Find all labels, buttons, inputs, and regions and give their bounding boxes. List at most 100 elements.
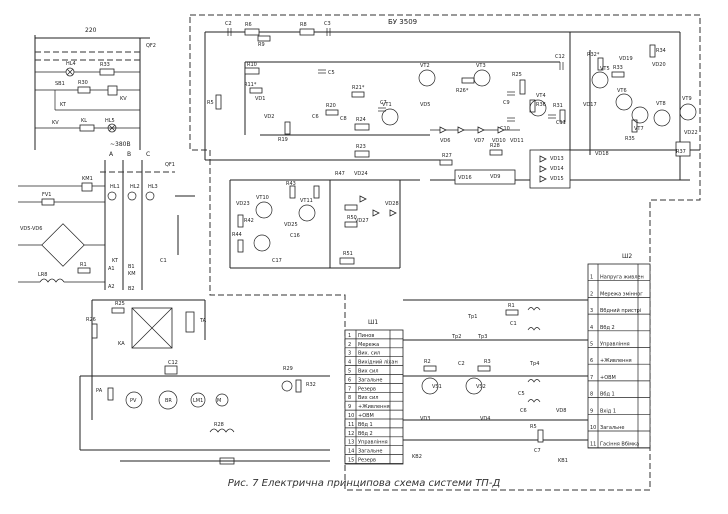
if-kb1: KB1 xyxy=(558,458,568,464)
power-lm1: R28 xyxy=(214,422,224,428)
sh2-title: Ш2 xyxy=(622,253,632,260)
if-c1: C1 xyxy=(510,321,517,327)
power-hl1: HL1 xyxy=(110,184,120,190)
unit-vd18: VD18 xyxy=(595,151,609,157)
power-hl3: HL3 xyxy=(148,184,158,190)
sh1-pin-13: 13 xyxy=(348,440,354,446)
sh2-row-label: +Живлення xyxy=(600,358,632,364)
unit-vt6: VT6 xyxy=(617,88,627,94)
sh1-pin-4: 4 xyxy=(348,360,351,366)
lower-vd25: VD25 xyxy=(284,222,298,228)
if-c6: C6 xyxy=(520,408,527,414)
unit-r10: R10 xyxy=(247,62,257,68)
sh1-row-label: Мережа xyxy=(358,342,379,348)
sh1-row-label: Вих. сил xyxy=(358,351,380,357)
unit-vd5: VD5 xyxy=(420,102,430,108)
unit-c6: C6 xyxy=(312,114,319,120)
if-c7: C7 xyxy=(534,448,541,454)
unit-vd13: VD13 xyxy=(550,156,564,162)
lower-vd27: VD27 xyxy=(355,218,369,224)
sh1-pin-6: 6 xyxy=(348,377,351,383)
power-ta: TA xyxy=(199,318,207,324)
if-vs2: VS2 xyxy=(476,384,486,390)
if-tr4: Тр4 xyxy=(529,361,539,367)
unit-vd22: VD22 xyxy=(684,130,698,136)
power-ka: C12 xyxy=(168,360,178,366)
unit-vd11: VD11 xyxy=(510,138,524,144)
unit-r34: R34 xyxy=(656,48,666,54)
unit-r24: R24 xyxy=(356,117,366,123)
unit-r33: R33 xyxy=(613,65,623,71)
unit-vd14: VD14 xyxy=(550,166,564,172)
sh1-row-label: Вбд 2 xyxy=(358,431,373,437)
comp-sb1-label: SB1 xyxy=(55,81,65,87)
control-panel: 220 QF2 HL4 R33 SB1 R30 KV KT KV KL HL5 xyxy=(34,27,156,150)
sh1-pin-14: 14 xyxy=(348,449,354,455)
unit-c5: C5 xyxy=(328,70,335,76)
power-km1: KM1 xyxy=(82,176,93,182)
sh1-pin-10: 10 xyxy=(348,413,354,419)
unit-r27: R27 xyxy=(442,153,452,159)
sh2-pin-7: 7 xyxy=(590,375,593,381)
comp-hl5-label: HL5 xyxy=(105,118,115,124)
unit-c8: C8 xyxy=(340,116,347,122)
comp-kv2-label: KV xyxy=(52,120,59,126)
unit-r19: R19 xyxy=(278,137,288,143)
sh2-pin-10: 10 xyxy=(590,425,596,431)
sh1-row-label: Вбд 1 xyxy=(358,422,373,428)
unit-vd20: VD20 xyxy=(652,62,666,68)
power-r29: R32 xyxy=(306,382,316,388)
power-r26: R26 xyxy=(86,317,96,323)
comp-kt-label: KT xyxy=(60,102,67,108)
sh2-row-label: +ОВМ xyxy=(600,375,616,381)
sh1-row-label: Резерв xyxy=(358,458,376,464)
if-vd3: VD3 xyxy=(420,416,430,422)
sh1-row-label: Резерв xyxy=(358,386,376,392)
supply-380-label: ~380В xyxy=(110,141,131,148)
if-r3: R3 xyxy=(484,359,491,365)
lower-vd28: VD28 xyxy=(385,201,399,207)
lower-vt11: VT11 xyxy=(300,198,313,204)
unit-vd17: VD17 xyxy=(583,102,597,108)
lower-vt10: VT10 xyxy=(256,195,269,201)
sh1-title: Ш1 xyxy=(368,319,378,326)
sh2-pin-5: 5 xyxy=(590,342,593,348)
unit-vd9: VD9 xyxy=(490,174,500,180)
power-vd1-vd4: KA xyxy=(118,341,125,347)
sh1-pin-3: 3 xyxy=(348,351,351,357)
if-vd4: VD4 xyxy=(480,416,490,422)
unit-vt7: VT7 xyxy=(634,126,644,132)
unit-r6: R6 xyxy=(245,22,252,28)
power-fv1: FV1 xyxy=(42,192,51,198)
unit-r31: R31 xyxy=(553,103,563,109)
comp-r30-label: R30 xyxy=(78,80,88,86)
power-b2: B2 xyxy=(128,286,135,292)
unit-vd16: VD16 xyxy=(458,175,472,181)
sh1-pin-11: 11 xyxy=(348,422,354,428)
phase-a-label: A xyxy=(109,151,114,158)
unit-r35: R35 xyxy=(625,136,635,142)
sh2-row-label: Вбд 2 xyxy=(600,325,615,331)
lower-c17: C17 xyxy=(272,258,282,264)
if-c2: C2 xyxy=(458,361,465,367)
phase-c-label: C xyxy=(146,151,150,158)
unit-c2: C2 xyxy=(225,21,232,27)
sh2-pin-8: 8 xyxy=(590,392,593,398)
power-section: ~380В A B C QF1 FV1 KM1 HL1 HL2 HL3 VD5-… xyxy=(18,141,330,465)
interface-block: R1 R2 R3 R5 C1 C2 C5 C6 C7 Тр1 Тр2 Тр3 Т… xyxy=(403,299,588,464)
sh2-pin-11: 11 xyxy=(590,442,596,448)
unit-c11: C11 xyxy=(556,120,566,126)
sh2-row-label: Управління xyxy=(600,342,630,348)
comp-kl-label: KL xyxy=(81,118,87,124)
sh1-pin-15: 15 xyxy=(348,458,354,464)
power-a1: A1 xyxy=(108,266,115,272)
power-pa: PV xyxy=(130,398,137,404)
unit-r28: R28 xyxy=(490,143,500,149)
if-tr3: Тр3 xyxy=(477,334,487,340)
sh2-pin-3: 3 xyxy=(590,308,593,314)
power-pv: M xyxy=(217,398,221,404)
power-br: LM1 xyxy=(193,398,203,404)
sh1-pin-12: 12 xyxy=(348,431,354,437)
comp-hl4-label: HL4 xyxy=(66,61,76,67)
sh2-pin-4: 4 xyxy=(590,325,593,331)
